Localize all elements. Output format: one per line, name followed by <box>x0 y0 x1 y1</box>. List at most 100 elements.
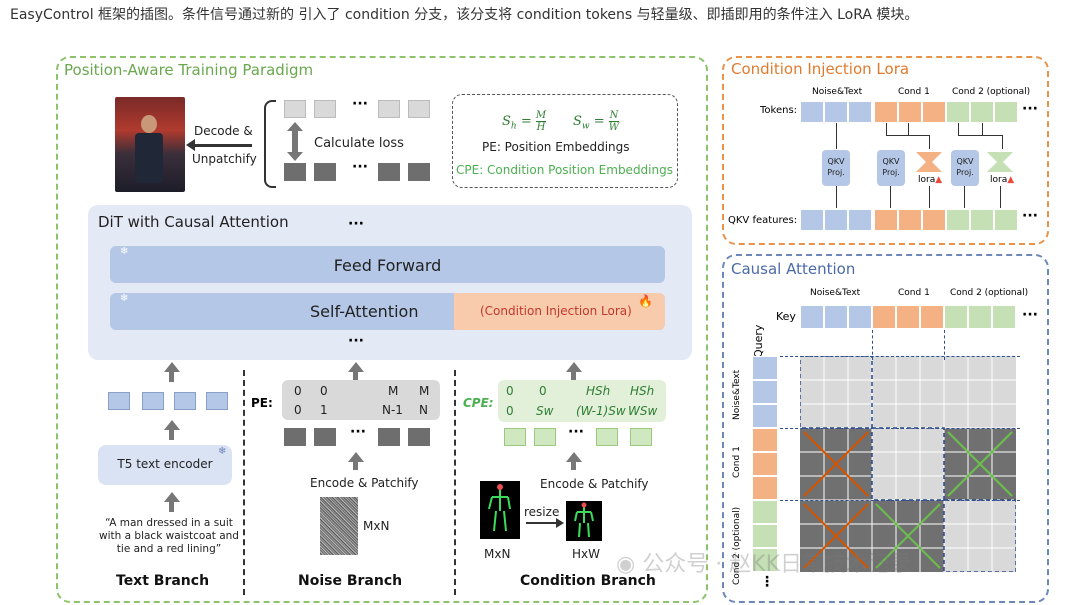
causal-col-cond1: Cond 1 <box>898 288 930 298</box>
causal-col-noise: Noise&Text <box>810 288 861 298</box>
pe-row1-1: 0 <box>320 384 328 398</box>
position-aware-title: Position-Aware Training Paradigm <box>64 61 314 79</box>
tokens-label: Tokens: <box>760 105 798 116</box>
lora-connector <box>982 123 983 135</box>
matrix-guide-line <box>780 428 1020 429</box>
self-attention-label: Self-Attention <box>310 302 419 321</box>
row-label-cond1: Cond 1 <box>732 446 742 478</box>
feed-forward-label: Feed Forward <box>333 256 442 275</box>
text-branch-label: Text Branch <box>116 573 210 589</box>
cond-tokens-row: ··· <box>504 424 654 448</box>
loss-label: Calculate loss <box>314 136 404 151</box>
pe-row2-0: 0 <box>294 403 302 417</box>
lora-panel <box>722 56 1049 245</box>
pe-row1-2: M <box>388 384 399 398</box>
pe-row2-2: N-1 <box>382 403 403 417</box>
cpe-description: CPE: Condition Position Embeddings <box>456 163 673 177</box>
lora-label-cond1: lora▲ <box>918 175 943 185</box>
matrix-guide-line <box>872 330 873 360</box>
loss-double-arrow <box>292 128 298 154</box>
qkv-proj-cond2: QKV Proj. <box>951 150 979 186</box>
condition-lora-block <box>454 293 665 330</box>
attention-matrix <box>799 355 1017 573</box>
lora-hourglass-icon <box>985 150 1015 174</box>
predicted-tokens-row: ··· <box>284 96 434 120</box>
pe-row2-1: 1 <box>320 403 328 417</box>
cpe-row1-1: 0 <box>539 384 547 398</box>
unpatchify-label: Unpatchify <box>192 152 257 166</box>
token-row-top <box>800 101 1020 123</box>
lora-connector <box>886 123 887 135</box>
cond-resized-size: HxW <box>572 547 600 561</box>
row-label-noise: Noise&Text <box>732 369 742 420</box>
cpe-row1-3: HSh <box>630 384 655 398</box>
matrix-guide-line <box>944 330 945 360</box>
cpe-row1-2: HSh <box>586 384 611 398</box>
pe-row2-3: N <box>419 403 428 417</box>
branch-divider <box>454 370 456 595</box>
lora-connector <box>1000 186 1001 208</box>
causal-attention-title: Causal Attention <box>731 260 856 278</box>
output-image <box>115 97 185 192</box>
pe-box <box>282 380 440 420</box>
lora-connector <box>890 186 891 208</box>
token-row-features <box>800 209 1020 231</box>
wechat-icon: ◉ <box>616 552 636 577</box>
qkv-proj-noise: QKV Proj. <box>822 150 850 186</box>
lora-connector <box>1002 135 1003 149</box>
loss-arrowhead-down <box>287 152 303 161</box>
pe-description: PE: Position Embeddings <box>482 140 630 154</box>
text-tokens-row <box>108 392 238 412</box>
target-tokens-row: ··· <box>284 159 434 183</box>
resize-arrowhead <box>556 518 564 528</box>
lora-connector <box>929 186 930 208</box>
cond-orig-size: MxN <box>484 547 511 561</box>
cond-encode-label: Encode & Patchify <box>540 477 649 491</box>
resize-arrow <box>526 522 558 524</box>
causal-ellipsis: ··· <box>1022 307 1038 323</box>
lora-connector <box>964 186 965 208</box>
lora-hourglass-icon <box>914 150 944 174</box>
qkv-features-label: QKV features: <box>728 215 798 226</box>
key-label: Key <box>776 310 796 323</box>
pe-label: PE: <box>251 396 273 410</box>
lora-connector <box>836 186 837 208</box>
lora-col-cond1: Cond 1 <box>898 87 930 97</box>
position-aware-panel <box>56 56 708 603</box>
ellipsis: ··· <box>352 96 368 112</box>
query-ellipsis: ⋮ <box>760 574 774 590</box>
snowflake-icon: ❄ <box>218 446 227 457</box>
decode-arrow <box>190 144 252 147</box>
lora-connector <box>958 135 1002 136</box>
ellipsis: ··· <box>568 424 584 440</box>
noise-branch-label: Noise Branch <box>298 573 403 589</box>
branch-divider <box>243 370 245 595</box>
ellipsis: ··· <box>352 159 368 175</box>
noise-tokens-row: ··· <box>284 424 434 448</box>
lora-ellipsis: ··· <box>1022 101 1038 117</box>
ellipsis: ··· <box>350 424 366 440</box>
dit-title: DiT with Causal Attention <box>98 213 289 231</box>
lora-connector <box>929 135 930 149</box>
key-row <box>800 305 1020 329</box>
decode-arrowhead <box>186 139 195 151</box>
prompt-text: “A man dressed in a suit with a black wa… <box>99 517 239 555</box>
snowflake-icon: ❄ <box>120 293 129 304</box>
formula-box <box>452 94 678 188</box>
lora-connector <box>908 123 909 135</box>
pe-row1-0: 0 <box>294 384 302 398</box>
cpe-box <box>498 380 666 422</box>
figure-caption: EasyControl 框架的插图。条件信号通过新的 引入了 condition… <box>10 7 919 23</box>
lora-col-cond2: Cond 2 (optional) <box>952 87 1031 97</box>
cpe-row2-0: 0 <box>506 404 514 418</box>
loss-bracket <box>264 100 276 188</box>
lora-connector <box>886 135 930 136</box>
noise-size-label: MxN <box>363 519 390 533</box>
causal-col-cond2: Cond 2 (optional) <box>950 288 1029 298</box>
causal-attention-panel <box>722 254 1049 603</box>
lora-panel-title: Condition Injection Lora <box>731 60 910 78</box>
feed-forward-block <box>110 246 665 283</box>
noise-encode-label: Encode & Patchify <box>310 476 419 490</box>
lora-ellipsis: ··· <box>1022 208 1038 224</box>
qkv-proj-cond1: QKV Proj. <box>877 150 905 186</box>
